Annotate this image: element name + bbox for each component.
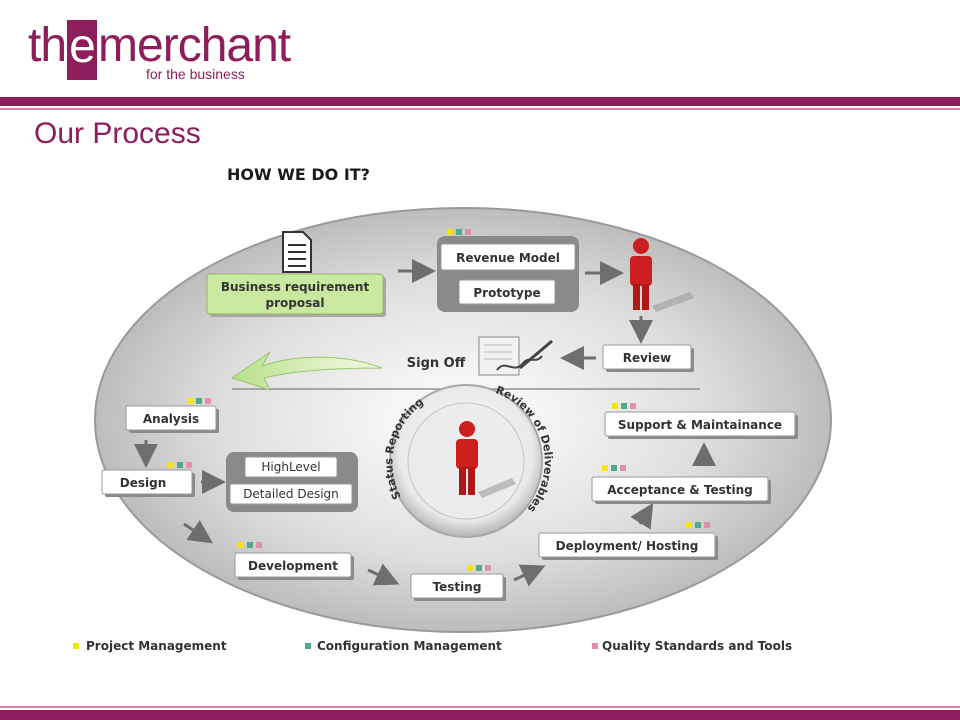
testing-label: Testing — [433, 580, 482, 594]
legend-label-project: Project Management — [86, 639, 227, 653]
legend-swatch-project — [73, 643, 79, 649]
legend-label-quality: Quality Standards and Tools — [602, 639, 792, 653]
design-box: Design — [101, 469, 195, 497]
stakeholder-figure-icon — [630, 238, 694, 312]
prototype-label: Prototype — [473, 286, 540, 300]
sign-off-group: Sign Off — [407, 336, 553, 376]
revenue-prototype-group: Revenue Model Prototype — [437, 236, 579, 312]
legend: Project Management Configuration Managem… — [73, 639, 792, 653]
status-squares-development — [238, 542, 262, 548]
legend-swatch-configuration — [305, 643, 311, 649]
status-squares-deployment — [686, 522, 710, 528]
deployment-label: Deployment/ Hosting — [556, 539, 699, 553]
testing-box: Testing — [410, 573, 506, 601]
header-divider — [0, 97, 960, 106]
support-box: Support & Maintainance — [604, 411, 798, 439]
center-figure-icon — [456, 421, 516, 498]
arrow-deployment-to-acceptance — [630, 502, 654, 530]
revenue-model-label: Revenue Model — [456, 251, 560, 265]
status-squares-analysis — [187, 398, 211, 404]
logo-part-2: merchant — [98, 19, 291, 72]
design-label: Design — [120, 476, 167, 490]
acceptance-label: Acceptance & Testing — [607, 483, 753, 497]
logo-part-1: th — [28, 19, 67, 72]
deployment-box: Deployment/ Hosting — [538, 532, 718, 560]
logo-tagline: for the business — [146, 66, 245, 82]
arrow-design-to-development — [183, 520, 213, 544]
business-requirement-line-1: Business requirement — [221, 280, 370, 294]
footer-bar — [0, 710, 960, 720]
return-arrow-icon — [230, 351, 383, 391]
review-box: Review — [602, 344, 694, 372]
page-subtitle: HOW WE DO IT? — [227, 165, 370, 184]
analysis-box: Analysis — [125, 405, 219, 433]
status-squares-support — [612, 403, 636, 409]
status-squares-testing — [467, 565, 491, 571]
status-squares-design — [168, 462, 192, 468]
footer-divider-line — [0, 706, 960, 708]
status-squares-revenue — [447, 229, 471, 235]
development-box: Development — [234, 552, 354, 580]
acceptance-box: Acceptance & Testing — [591, 476, 771, 504]
page-title: Our Process — [34, 117, 201, 150]
development-label: Development — [248, 559, 338, 573]
business-requirement-box: Business requirement proposal — [206, 273, 386, 317]
header-divider-line — [0, 108, 960, 110]
sign-off-label: Sign Off — [407, 356, 466, 371]
status-squares-acceptance — [602, 465, 626, 471]
legend-label-configuration: Configuration Management — [317, 639, 502, 653]
logo-wordmark: themerchant — [28, 19, 291, 80]
logo-e-highlight: e — [67, 20, 98, 80]
business-requirement-line-2: proposal — [266, 296, 325, 310]
analysis-label: Analysis — [143, 412, 199, 426]
signature-icon — [478, 336, 553, 376]
review-label: Review — [623, 351, 672, 365]
arrow-testing-to-deployment — [513, 564, 546, 587]
design-detail-group: HighLevel Detailed Design — [226, 452, 358, 512]
support-label: Support & Maintainance — [618, 418, 782, 432]
detailed-design-label: Detailed Design — [243, 487, 339, 501]
document-icon — [282, 231, 312, 273]
arrow-development-to-testing — [367, 563, 400, 586]
legend-swatch-quality — [592, 643, 598, 649]
highlevel-label: HighLevel — [261, 460, 320, 474]
